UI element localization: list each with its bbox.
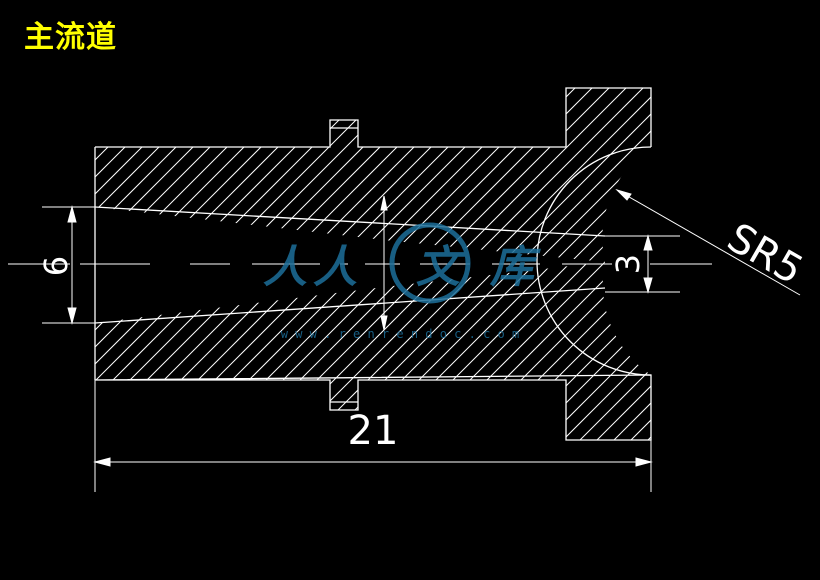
right-diameter-label: 3	[609, 254, 647, 274]
length-dimension	[93, 380, 653, 492]
hatch-line	[99, 88, 651, 440]
hatch-line	[95, 88, 120, 440]
hatch-line	[218, 88, 651, 440]
hatch-line	[0, 0, 34, 580]
hatch-line	[150, 88, 651, 440]
hatch-line	[95, 88, 256, 440]
drawing-title: 主流道	[24, 20, 117, 55]
left-diameter-label: 6	[37, 256, 75, 276]
hatch-line	[95, 88, 239, 440]
watermark-char-4: 库	[489, 242, 541, 293]
length-label: 21	[348, 408, 399, 454]
hatch-line	[95, 88, 443, 440]
hatch-line	[507, 88, 651, 440]
right-diameter-dimension	[605, 234, 680, 294]
hatch-line	[95, 88, 426, 440]
hatch-line	[814, 0, 820, 580]
hatch-line	[643, 88, 651, 440]
hatch-line	[95, 88, 103, 440]
sphere-radius-leader	[615, 188, 801, 296]
hatch-line	[0, 0, 51, 580]
hatch-line	[95, 88, 290, 440]
hatch-line	[661, 0, 820, 580]
sphere-radius-label: SR5	[719, 215, 810, 294]
hatch-line	[95, 88, 171, 440]
hatch-line	[303, 88, 651, 440]
hatch-line	[133, 88, 651, 440]
watermark-char-2: 人	[313, 242, 357, 293]
hatch-line	[405, 88, 651, 440]
hatch-line	[712, 0, 820, 580]
hatch-line	[678, 0, 820, 580]
hatch-line	[95, 88, 137, 440]
hatch-line	[422, 88, 651, 440]
hatch-line	[95, 88, 273, 440]
hatch-line	[235, 88, 651, 440]
watermark: 人 人 文 库 w w w . r e n r e n d o c . c o …	[263, 222, 541, 341]
left-diameter-dimension	[42, 205, 95, 325]
hatch-line	[95, 88, 205, 440]
mid-bore-dimension	[380, 195, 388, 331]
hatch-line	[184, 88, 651, 440]
hatch-line	[95, 88, 154, 440]
hatch-line	[695, 0, 820, 580]
hatch-line	[0, 0, 17, 580]
hatch-line	[558, 88, 651, 440]
hatch-line	[116, 88, 651, 440]
hatch-line	[797, 0, 820, 580]
bore-upper-line	[94, 206, 606, 237]
spherical-seat-arc	[536, 146, 652, 376]
hatch-line	[95, 88, 307, 440]
hatch-line	[95, 88, 188, 440]
hatch-line	[729, 0, 820, 580]
hatch-line	[201, 88, 651, 440]
hatch-line	[269, 88, 651, 440]
watermark-url: w w w . r e n r e n d o c . c o m	[281, 327, 519, 341]
watermark-ring	[389, 222, 471, 304]
bore-lower-line	[94, 287, 606, 324]
hatch-line	[252, 88, 651, 440]
hatch-line	[0, 0, 68, 580]
watermark-char-1: 人	[263, 242, 307, 293]
hatch-line	[95, 88, 222, 440]
watermark-char-3: 文	[416, 242, 467, 293]
hatch-line	[286, 88, 651, 440]
